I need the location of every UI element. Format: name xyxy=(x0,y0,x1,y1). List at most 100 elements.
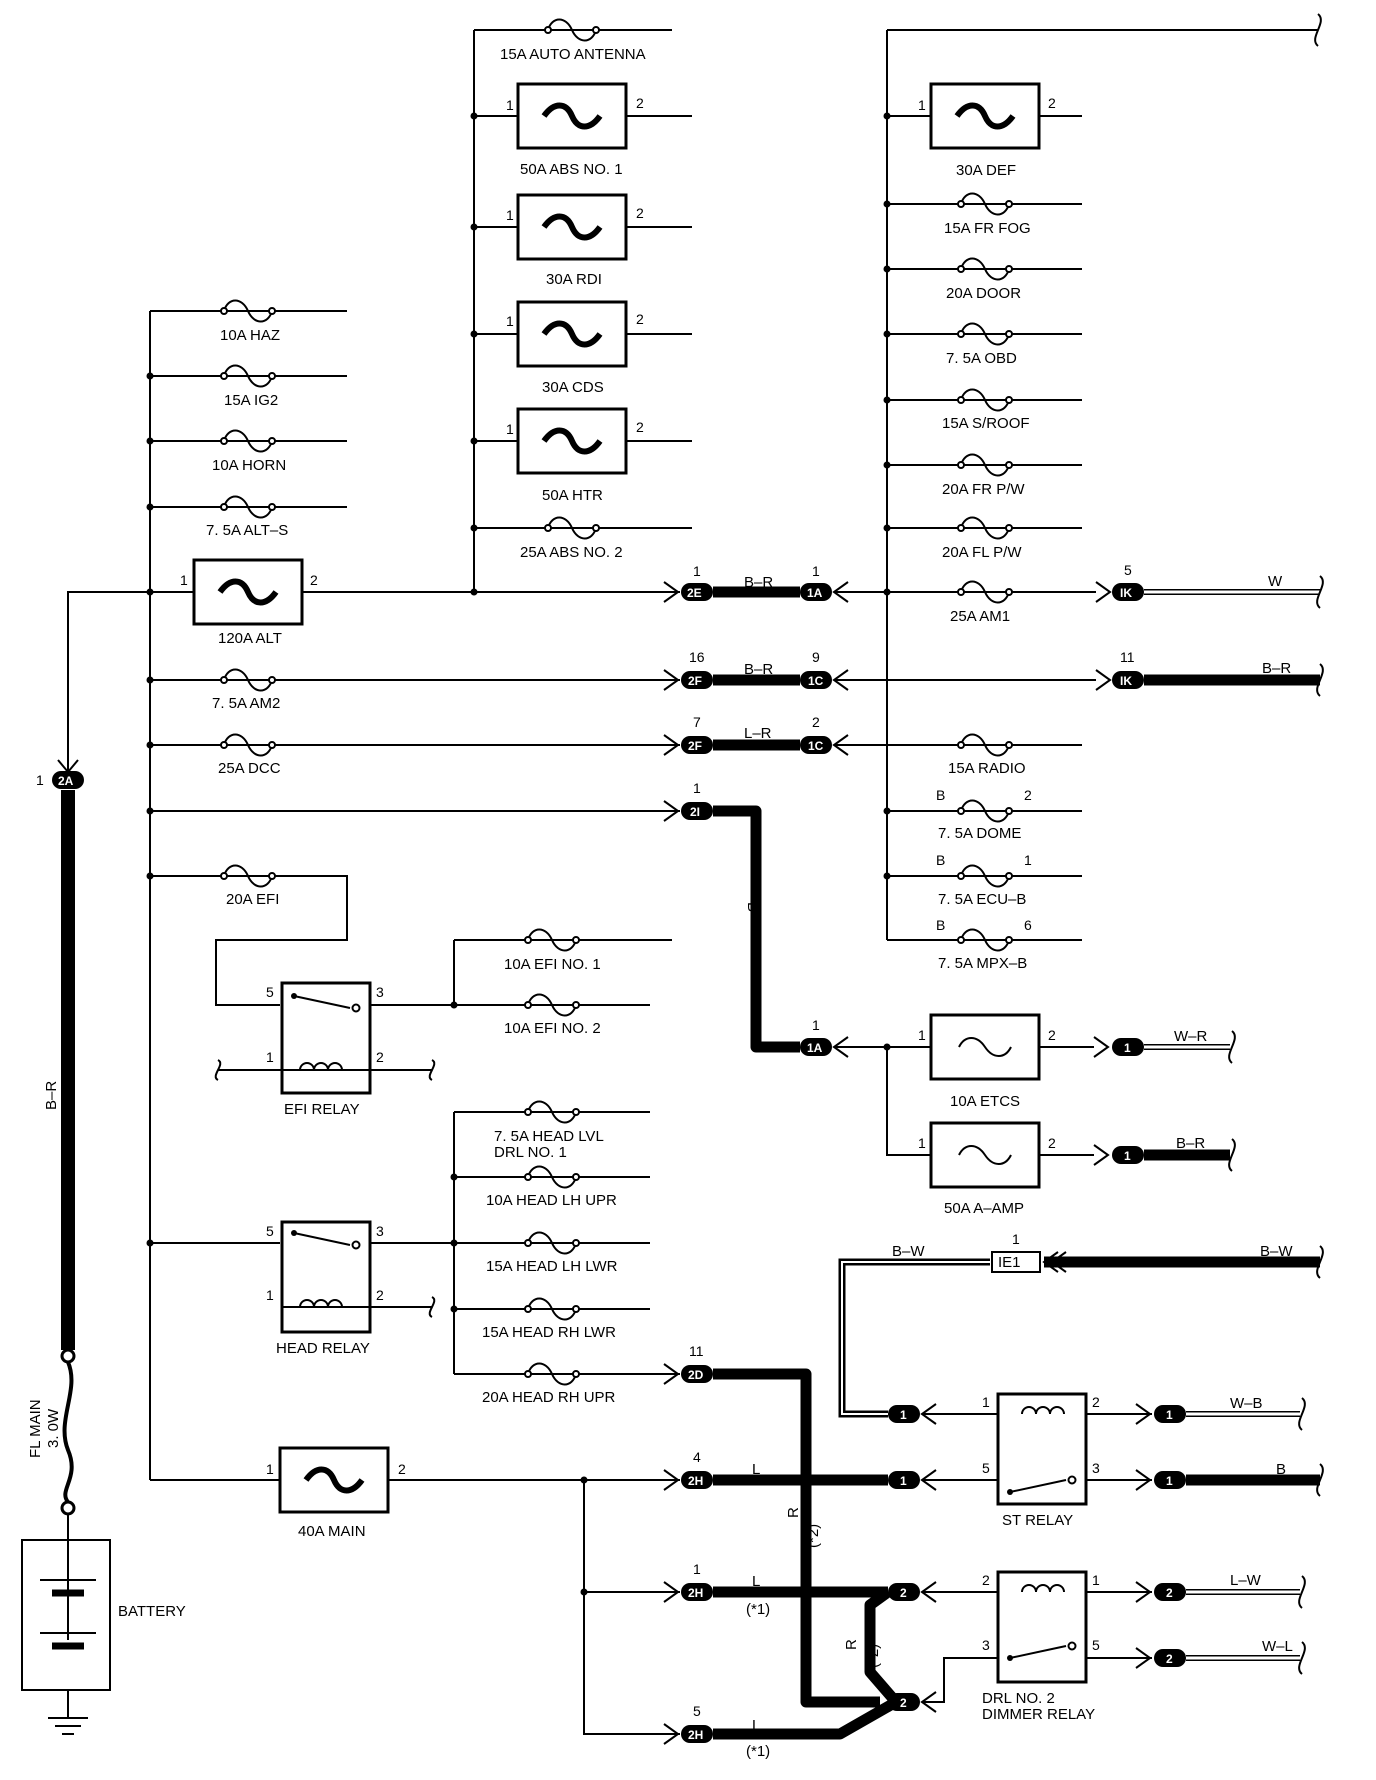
svg-text:L: L xyxy=(752,1717,760,1734)
svg-text:2: 2 xyxy=(636,419,644,435)
fuse-label: 7. 5A HEAD LVL xyxy=(494,1128,604,1145)
fuse-label: 15A S/ROOF xyxy=(942,415,1030,432)
svg-text:1: 1 xyxy=(1124,1149,1131,1163)
efi-relay-section: 20A EFI 5 3 1 2 EFI RELAY 10A EFI NO. 1 … xyxy=(146,864,672,1118)
st-relay-section: B–W IE1 1 B–W 1 1 2 5 3 ST RELAY 1 W–B 1 xyxy=(838,1231,1324,1529)
svg-text:3: 3 xyxy=(376,984,384,1000)
fuse-label: 40A MAIN xyxy=(298,1523,366,1540)
svg-text:2: 2 xyxy=(376,1049,384,1065)
svg-text:2H: 2H xyxy=(688,1586,703,1600)
svg-text:2: 2 xyxy=(376,1287,384,1303)
fuse-label: 15A IG2 xyxy=(224,392,278,409)
fuse-label: 30A CDS xyxy=(542,379,604,396)
svg-text:R: R xyxy=(843,1639,860,1650)
svg-text:1: 1 xyxy=(1166,1408,1173,1422)
svg-text:W–B: W–B xyxy=(1230,1395,1263,1412)
fuse-label: 10A HAZ xyxy=(220,327,280,344)
svg-text:2I: 2I xyxy=(690,805,700,819)
svg-text:B: B xyxy=(744,902,761,912)
fuse-label: 20A EFI xyxy=(226,891,279,908)
svg-text:1: 1 xyxy=(506,207,514,223)
svg-text:1A: 1A xyxy=(807,586,823,600)
relay-label: DIMMER RELAY xyxy=(982,1706,1095,1723)
svg-text:1: 1 xyxy=(266,1049,274,1065)
svg-text:2F: 2F xyxy=(688,674,702,688)
fuse-30a-cds xyxy=(518,302,626,366)
fuse-40a-main xyxy=(280,1448,388,1512)
svg-text:2: 2 xyxy=(1166,1586,1173,1600)
dcc-row: 25A DCC 2F 7 L–R 1C 2 xyxy=(146,714,887,777)
svg-text:W–R: W–R xyxy=(1174,1028,1208,1045)
svg-text:1: 1 xyxy=(180,572,188,588)
svg-text:1C: 1C xyxy=(808,674,824,688)
middle-fuse-group: 15A AUTO ANTENNA 1 2 50A ABS NO. 1 1 2 3… xyxy=(470,18,692,592)
dimmer-relay-box xyxy=(996,1570,1088,1684)
fuse-label: 25A AM1 xyxy=(950,608,1010,625)
battery-label: BATTERY xyxy=(118,1603,186,1620)
svg-text:1: 1 xyxy=(812,1017,820,1033)
alt-branch: 1 2 120A ALT 2E 1 B–R 1A 1 xyxy=(146,560,887,647)
fuse-label: 30A DEF xyxy=(956,162,1016,179)
fuse-label: 20A FL P/W xyxy=(942,544,1022,561)
efi-relay-box xyxy=(280,981,372,1095)
svg-text:1: 1 xyxy=(693,563,701,579)
main-row: 1 2 40A MAIN 2H 4 2H 1 2H 5 xyxy=(150,1448,713,1745)
svg-text:2D: 2D xyxy=(688,1368,704,1382)
relay-label: ST RELAY xyxy=(1002,1512,1073,1529)
svg-text:2: 2 xyxy=(636,95,644,111)
fuse-30a-def xyxy=(931,84,1039,148)
2i-row: 2I 1 B 1A 1 xyxy=(146,780,928,1058)
fuse-label: 15A HEAD RH LWR xyxy=(482,1324,616,1341)
svg-text:2: 2 xyxy=(900,1696,907,1710)
svg-text:1: 1 xyxy=(1124,1041,1131,1055)
svg-text:2: 2 xyxy=(1048,1135,1056,1151)
fl-main-label: FL MAIN xyxy=(27,1399,44,1458)
svg-text:1: 1 xyxy=(36,772,44,788)
svg-text:2: 2 xyxy=(1166,1652,1173,1666)
svg-text:IE1: IE1 xyxy=(998,1254,1021,1271)
svg-text:2: 2 xyxy=(636,311,644,327)
fuse-label: 7. 5A DOME xyxy=(938,825,1021,842)
svg-text:11: 11 xyxy=(1120,649,1135,665)
svg-text:L–R: L–R xyxy=(744,725,772,742)
svg-text:1: 1 xyxy=(1166,1474,1173,1488)
svg-text:2: 2 xyxy=(310,572,318,588)
fuse-label: 20A HEAD RH UPR xyxy=(482,1389,616,1406)
fuse-label: 15A AUTO ANTENNA xyxy=(500,46,646,63)
fuse-label: 15A FR FOG xyxy=(944,220,1031,237)
svg-text:5: 5 xyxy=(1092,1637,1100,1653)
etcs-aamp-branch: 1 2 10A ETCS 1 W–R 1 2 50A A–AMP 1 B–R xyxy=(883,1013,1236,1217)
fuse-30a-rdi xyxy=(518,195,626,259)
head-relay-box xyxy=(280,1220,372,1334)
svg-text:1: 1 xyxy=(266,1287,274,1303)
heavy-harness: R (*2) L L (*1) R (*2) L (*1) 1 2 2 xyxy=(713,1368,937,1760)
svg-text:2: 2 xyxy=(1092,1394,1100,1410)
svg-text:2: 2 xyxy=(1048,1027,1056,1043)
fuse-label: 15A RADIO xyxy=(948,760,1026,777)
svg-text:1: 1 xyxy=(506,421,514,437)
fuse-label: 25A DCC xyxy=(218,760,281,777)
svg-text:IK: IK xyxy=(1120,674,1132,688)
svg-text:B–W: B–W xyxy=(892,1243,925,1260)
fuse-label: DRL NO. 1 xyxy=(494,1144,567,1161)
head-relay-section: 5 3 1 2 HEAD RELAY 7. 5A HEAD LVL DRL NO… xyxy=(146,1100,713,1406)
fuse-label: 7. 5A ALT–S xyxy=(206,522,288,539)
svg-text:2: 2 xyxy=(398,1461,406,1477)
fl-main-rating: 3. 0W xyxy=(45,1408,62,1448)
fuse-label: 30A RDI xyxy=(546,271,602,288)
svg-text:B: B xyxy=(936,917,945,933)
svg-text:(*1): (*1) xyxy=(746,1601,770,1618)
battery-section: BATTERY FL MAIN 3. 0W B–R 2A 1 xyxy=(21,591,186,1735)
svg-text:11: 11 xyxy=(689,1343,704,1359)
connector-IE1 xyxy=(991,1251,1041,1273)
svg-text:9: 9 xyxy=(812,649,820,665)
svg-text:2F: 2F xyxy=(688,739,702,753)
svg-text:1: 1 xyxy=(506,97,514,113)
svg-text:B: B xyxy=(936,787,945,803)
svg-text:1: 1 xyxy=(1024,852,1032,868)
svg-text:(*1): (*1) xyxy=(746,1743,770,1760)
svg-text:5: 5 xyxy=(982,1460,990,1476)
svg-text:B–W: B–W xyxy=(1260,1243,1293,1260)
fuse-label: 10A EFI NO. 1 xyxy=(504,956,601,973)
